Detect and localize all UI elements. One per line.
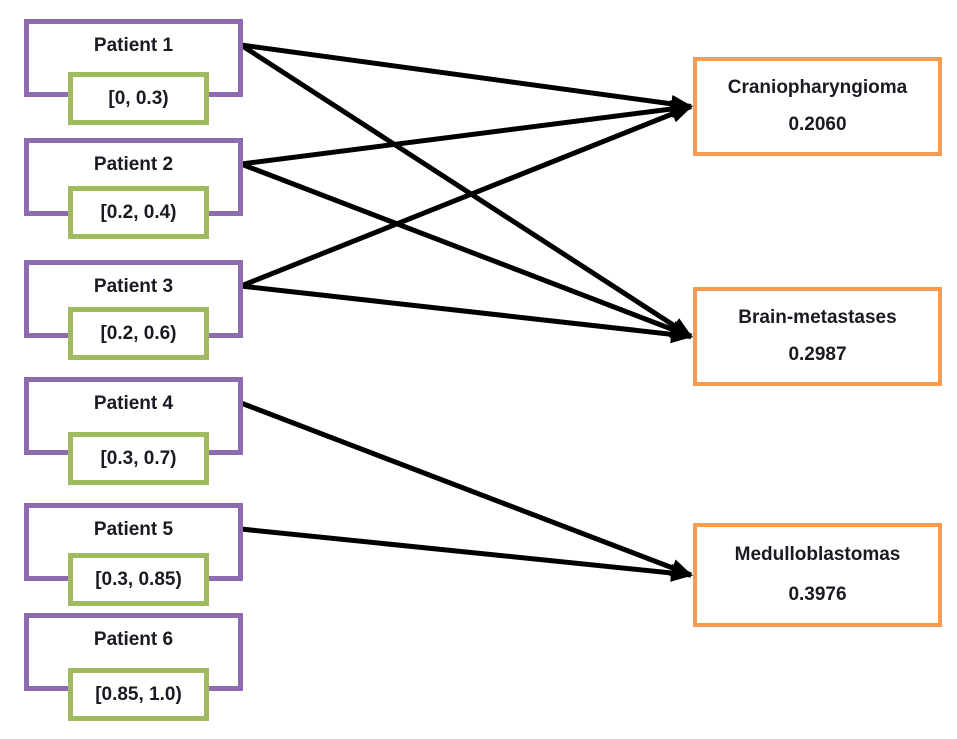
tumor-node: Craniopharyngioma 0.2060 [693, 57, 942, 156]
tumor-probability: 0.3976 [788, 583, 847, 605]
mapping-arrow [240, 400, 693, 578]
patient-label: Patient 4 [93, 393, 174, 414]
tumor-label: Craniopharyngioma [727, 76, 908, 98]
mapping-arrow [240, 100, 693, 167]
patient-label: Patient 2 [93, 154, 174, 175]
interval-node: [0.3, 0.7) [68, 432, 209, 485]
interval-node: [0.2, 0.6) [68, 307, 209, 360]
interval-label: [0.2, 0.6) [100, 322, 177, 344]
interval-node: [0.3, 0.85) [68, 553, 209, 606]
interval-label: [0.85, 1.0) [95, 683, 182, 705]
tumor-label: Medulloblastomas [734, 544, 901, 566]
patient-label: Patient 6 [93, 629, 174, 650]
patient-label: Patient 1 [93, 35, 174, 56]
interval-node: [0.2, 0.4) [68, 186, 209, 239]
tumor-probability: 0.2060 [788, 114, 847, 136]
mapping-arrow [240, 283, 693, 344]
mapping-arrow [240, 526, 693, 582]
mapping-arrow [240, 104, 693, 289]
mapping-arrow [239, 42, 693, 339]
patient-label: Patient 5 [93, 519, 174, 540]
interval-label: [0, 0.3) [108, 87, 169, 109]
mapping-arrow [240, 161, 693, 339]
tumor-label: Brain-metastases [738, 306, 897, 328]
mapping-arrow [240, 42, 693, 113]
tumor-probability: 0.2987 [788, 344, 847, 366]
patient-label: Patient 3 [93, 276, 174, 297]
interval-label: [0.2, 0.4) [100, 201, 177, 223]
tumor-node: Medulloblastomas 0.3976 [693, 523, 942, 627]
interval-label: [0.3, 0.85) [95, 568, 182, 590]
interval-label: [0.3, 0.7) [100, 447, 177, 469]
interval-node: [0.85, 1.0) [68, 668, 209, 721]
tumor-node: Brain-metastases 0.2987 [693, 287, 942, 386]
interval-node: [0, 0.3) [68, 72, 209, 125]
